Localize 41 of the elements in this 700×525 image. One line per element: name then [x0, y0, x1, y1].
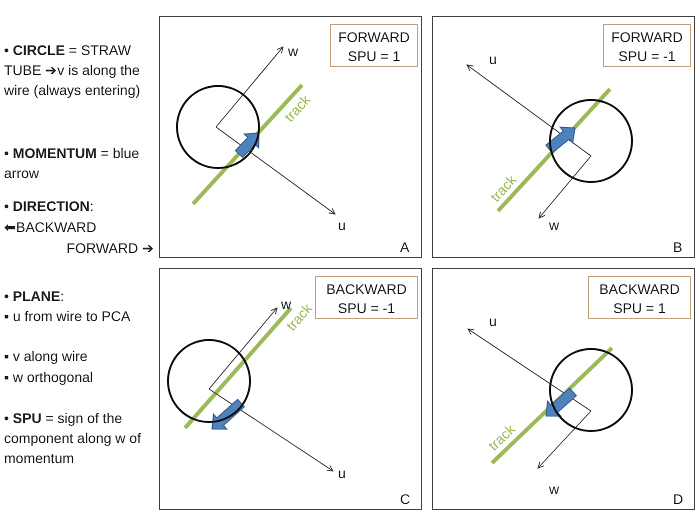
axis-label: u	[338, 217, 346, 233]
direction-text: FORWARD	[337, 28, 411, 47]
straw-tube-circle	[549, 348, 633, 432]
note-text: • PLANE:	[4, 287, 66, 306]
state-box	[315, 276, 418, 319]
note-text: • DIRECTION:	[4, 197, 95, 216]
straw-tube-circle	[167, 339, 251, 423]
direction-text: BACKWARD	[598, 280, 681, 299]
state-box	[603, 24, 691, 67]
axis-label: w	[288, 43, 298, 59]
list-item: ▪ v along wire	[4, 347, 89, 366]
panel-letter: B	[673, 239, 682, 255]
axis-label: u	[338, 465, 346, 481]
list-item: ▪ u from wire to PCA	[4, 307, 132, 326]
spu-text: SPU = 1	[612, 299, 667, 318]
state-box	[330, 24, 418, 67]
diagram-panel	[432, 16, 695, 258]
straw-tube-circle	[176, 85, 260, 169]
spu-text: SPU = -1	[336, 299, 396, 318]
note-text: • SPU = sign of the component along w of momentum	[4, 409, 142, 468]
axis-label: w	[549, 217, 560, 233]
straw-tube-circle	[549, 99, 633, 183]
axis-label: w	[549, 481, 560, 497]
panel-letter: A	[400, 239, 410, 255]
panel-letter: C	[400, 491, 410, 507]
diagram-panel	[159, 268, 422, 510]
spu-text: SPU = -1	[617, 47, 677, 66]
axis-label: u	[489, 51, 497, 67]
axis-label: u	[489, 313, 497, 329]
spu-text: SPU = 1	[346, 47, 402, 66]
diagram-panel	[159, 16, 422, 258]
note-text: • CIRCLE = STRAW TUBE ➔v is along the wire (always entering)	[4, 41, 142, 100]
direction-text: FORWARD	[610, 28, 684, 47]
panel-letter: D	[673, 491, 684, 507]
list-item: ▪ w orthogonal	[4, 368, 94, 387]
state-box	[588, 276, 691, 319]
diagram-panel	[432, 268, 695, 510]
note-text: • MOMENTUM = blue arrow	[4, 144, 140, 183]
note-text: ⬅BACKWARD	[4, 218, 98, 237]
direction-text: BACKWARD	[325, 280, 408, 299]
note-text: FORWARD ➔	[66, 239, 154, 258]
